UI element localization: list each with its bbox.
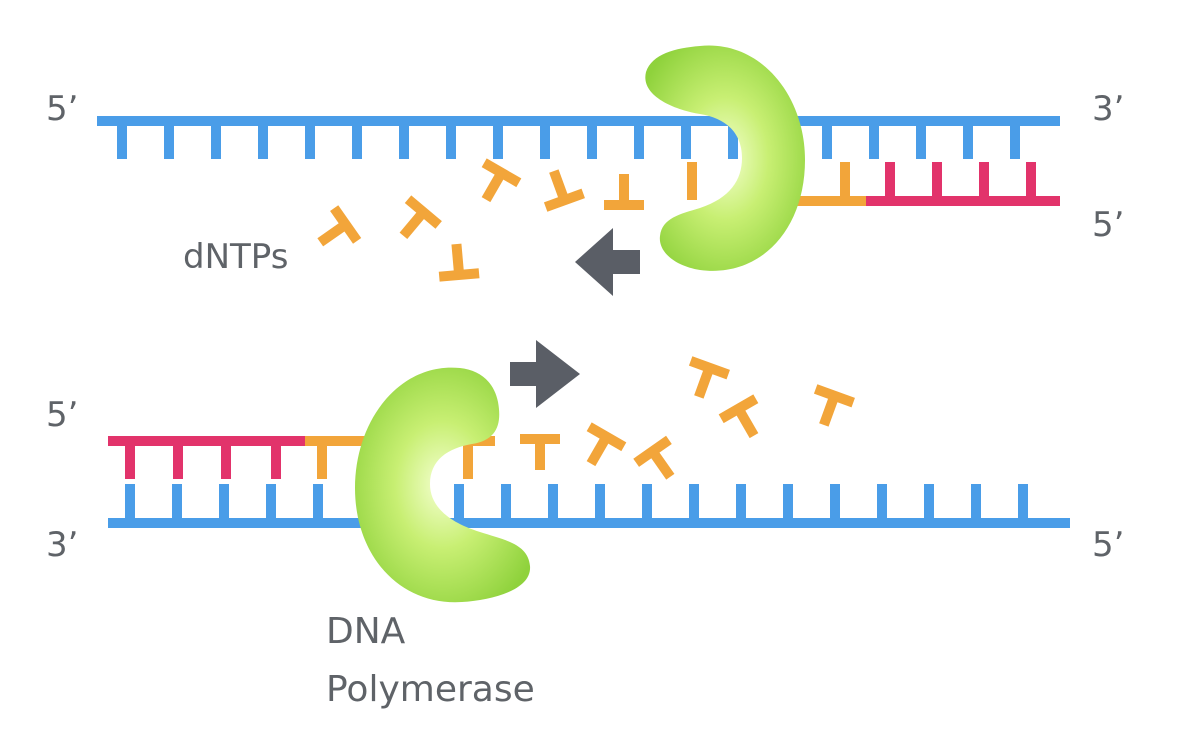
template-base [446,121,456,159]
template-base [830,484,840,522]
dntp-t-icon [718,394,759,439]
template-base [595,484,605,522]
template-base [877,484,887,522]
free-dntps [317,158,855,480]
template-base [924,484,934,522]
template-base [117,121,127,159]
bottom-template-strand [108,484,1070,528]
template-base [783,484,793,522]
primer-base [221,441,231,479]
top-new-strand [687,162,1060,206]
primer-base [932,162,942,200]
dntp-t-icon [813,384,855,427]
bottom-new-strand-5prime-label: 5’ [46,395,79,435]
primer-base [271,441,281,479]
template-base [313,484,323,522]
template-base [399,121,409,159]
primer-base [1026,162,1036,200]
template-base [211,121,221,159]
top-template-bases [117,121,1020,159]
template-base [634,121,644,159]
primer-base [125,441,135,479]
template-base [164,121,174,159]
dntp-t-icon [633,435,675,480]
top-strand-3prime-label: 3’ [1092,89,1125,129]
enzyme-label-line1: DNA [326,611,406,652]
new-base [840,162,850,200]
template-base [454,484,464,522]
template-base [172,484,182,522]
top-new-strand-5prime-label: 5’ [1092,205,1125,245]
top-strand-5prime-label: 5’ [46,89,79,129]
template-base [125,484,135,522]
template-base [822,121,832,159]
template-base [501,484,511,522]
arrow-right-icon [510,340,580,408]
top-template-strand [97,116,1060,159]
polymerase-enzyme-icon [355,367,531,603]
new-base [317,441,327,479]
template-base [642,484,652,522]
template-base [258,121,268,159]
dntp-t-icon [586,422,627,467]
primer-base [979,162,989,200]
template-base [540,121,550,159]
dntp-t-icon [688,356,730,399]
template-base [1010,121,1020,159]
dntp-t-icon [543,169,585,212]
template-base [266,484,276,522]
template-base [869,121,879,159]
bottom-template-bases [125,484,1028,522]
top-new-bases [687,162,1036,200]
bottom-strand-3prime-label: 3’ [46,525,79,565]
template-base [1018,484,1028,522]
dntps-label: dNTPs [183,237,289,277]
bottom-strand-5prime-label: 5’ [1092,525,1125,565]
dntp-t-icon [317,205,362,247]
primer-base [885,162,895,200]
dntp-t-icon [438,243,480,282]
enzyme-label-line2: Polymerase [326,669,535,710]
template-base [493,121,503,159]
new-base [687,162,697,200]
template-base [963,121,973,159]
template-base [736,484,746,522]
template-base [219,484,229,522]
template-base [305,121,315,159]
bottom-new-bases [125,441,473,479]
primer-base [173,441,183,479]
new-base [463,441,473,479]
dntp-t-icon [520,434,560,470]
template-base [587,121,597,159]
dntp-t-icon [604,174,644,210]
template-base [728,121,738,159]
template-base [548,484,558,522]
template-base [689,484,699,522]
polymerase-enzyme-icon [645,45,805,271]
template-base [971,484,981,522]
dntp-t-icon [481,158,522,203]
template-base [352,121,362,159]
arrow-left-icon [575,228,640,296]
dntp-t-icon [399,195,442,240]
template-base [681,121,691,159]
template-base [916,121,926,159]
